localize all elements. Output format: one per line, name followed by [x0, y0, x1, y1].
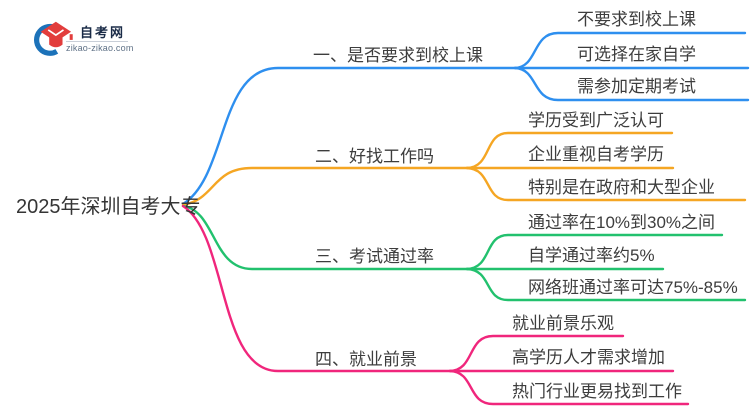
branch-3-leaf-3-line	[465, 267, 747, 302]
zikao-logo[interactable]: 自考网 zikao-zikao.com	[28, 14, 148, 60]
branch-4-trunk-line	[181, 204, 452, 373]
branch-1-label: 一、是否要求到校上课	[313, 46, 483, 65]
branch-3-leaf-1: 通过率在10%到30%之间	[528, 213, 716, 232]
branch-2-lines	[181, 131, 747, 207]
branch-3-leaf-3: 网络班通过率可达75%-85%	[528, 278, 738, 297]
branch-1-trunk-line	[181, 66, 517, 206]
branch-4-lines	[181, 204, 690, 406]
branch-1-leaf-3: 需参加定期考试	[577, 77, 696, 96]
branch-4-leaf-3-line	[448, 369, 690, 406]
logo-domain: zikao-zikao.com	[66, 43, 134, 53]
branch-1-leaf-2: 可选择在家自学	[577, 45, 696, 64]
cap-tassel	[69, 34, 73, 40]
logo-divider	[66, 41, 128, 42]
cap-chevron	[47, 29, 64, 37]
branch-3-leaf-2: 自学通过率约5%	[528, 246, 655, 265]
branch-4-label: 四、就业前景	[315, 350, 417, 369]
zikao-logo-icon	[34, 21, 73, 56]
branch-3-label: 三、考试通过率	[315, 247, 434, 266]
branch-1-leaf-3-line	[513, 66, 750, 102]
branch-4-leaf-1-line	[448, 334, 625, 373]
branch-1-leaf-1-line	[513, 31, 747, 70]
cap-board	[40, 21, 72, 42]
branch-2-leaf-3: 特别是在政府和大型企业	[528, 178, 715, 197]
branch-2-label: 二、好找工作吗	[315, 147, 434, 166]
branch-2-leaf-1-line	[465, 131, 674, 170]
branch-2-leaf-3-line	[465, 166, 747, 202]
branch-4-leaf-3: 热门行业更易找到工作	[512, 382, 682, 401]
branch-2-leaf-1: 学历受到广泛认可	[528, 111, 664, 130]
graduation-cap-icon	[40, 21, 73, 48]
branch-4-leaf-1: 就业前景乐观	[512, 314, 614, 333]
branch-2-trunk-line	[181, 166, 469, 207]
logo-title: 自考网	[80, 25, 126, 40]
root-topic: 2025年深圳自考大专	[16, 196, 201, 218]
branch-3-trunk-line	[181, 204, 469, 271]
branch-3-lines	[181, 204, 747, 302]
branch-3-leaf-1-line	[465, 233, 724, 271]
branch-4-leaf-2: 高学历人才需求增加	[512, 348, 665, 367]
branch-1-leaf-1: 不要求到校上课	[577, 10, 696, 29]
branch-1-lines	[181, 31, 750, 206]
branch-2-leaf-2: 企业重视自考学历	[528, 145, 664, 164]
